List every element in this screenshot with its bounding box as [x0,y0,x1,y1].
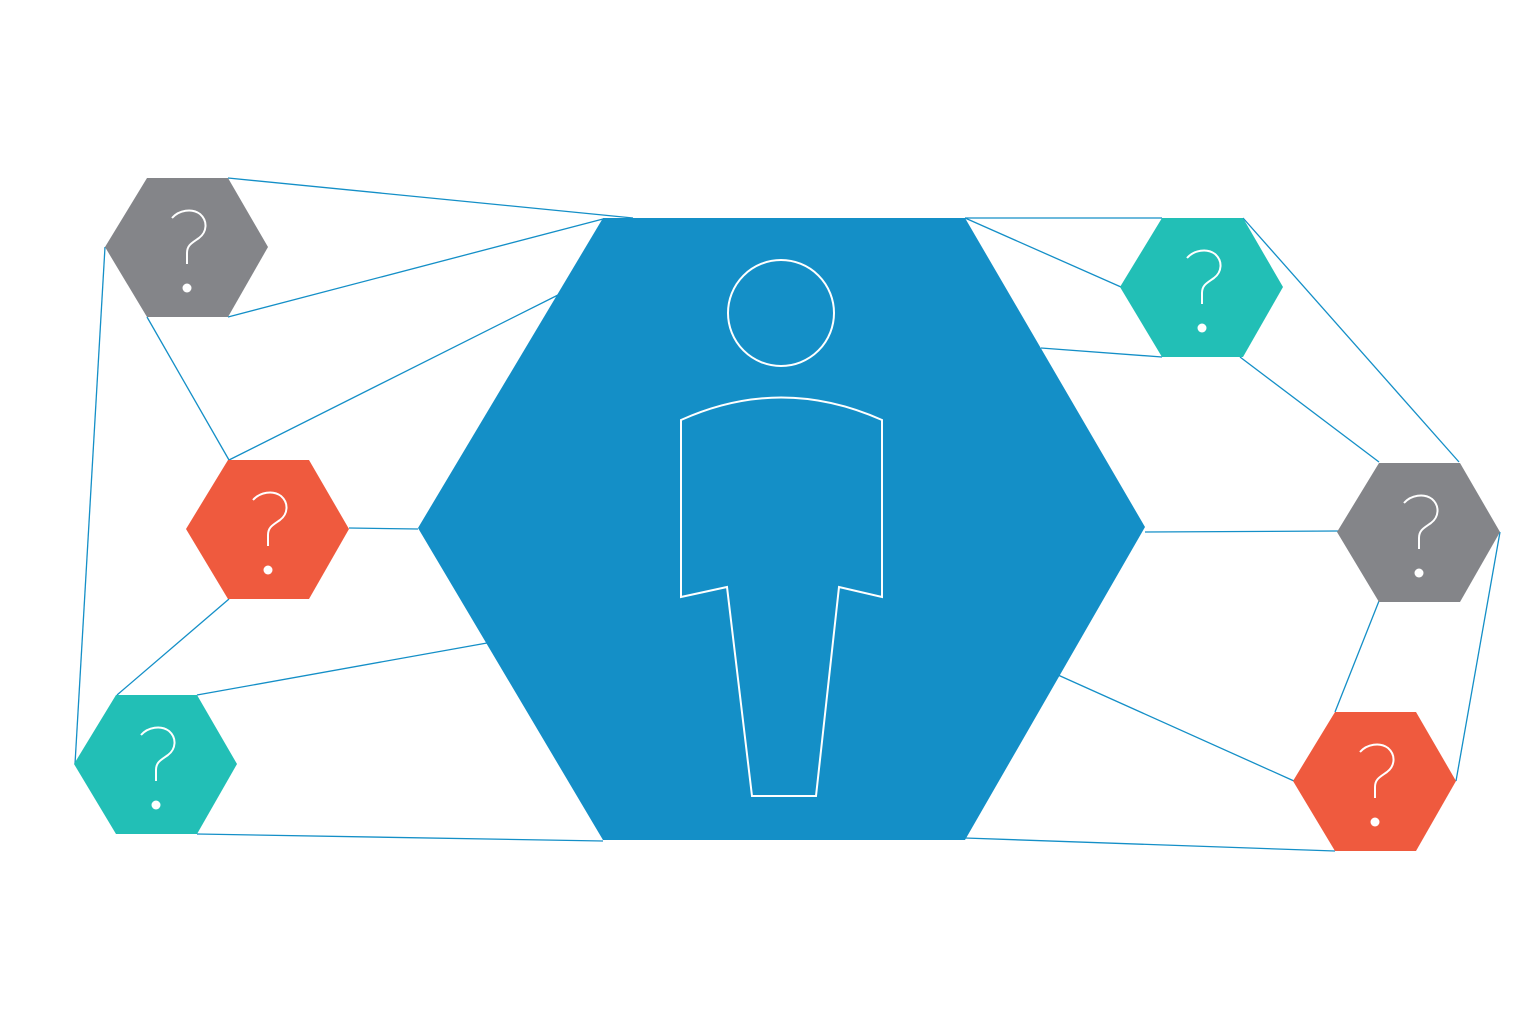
hexagon [105,178,268,317]
person-icon [680,259,883,797]
connection-line [1057,674,1295,782]
connection-line [146,316,230,461]
unknown-node-bottom-left [74,695,237,834]
connection-line [74,246,106,765]
question-mark-icon [1186,249,1222,333]
hexagon [1120,218,1283,357]
question-mark-icon [1403,494,1439,578]
connection-line [196,642,488,696]
connection-line [1455,531,1501,782]
connection-line [1242,217,1460,463]
connection-line [1144,530,1339,533]
hexagon [1293,712,1456,851]
connection-line [964,837,1336,852]
connection-lines [74,177,1501,852]
question-mark-icon [1359,743,1395,827]
question-mark-icon [140,726,176,810]
hexagon [1337,463,1500,602]
unknown-node-bottom-right [1293,712,1456,851]
hexagon [74,695,237,834]
connection-line [227,177,634,219]
connection-line [348,527,419,530]
unknown-node-mid-left [186,460,349,599]
center-hexagon [418,218,1145,840]
connection-line [1334,600,1380,713]
connection-line [1040,347,1163,358]
question-mark-icon [252,491,288,575]
connection-line [196,833,604,842]
connection-line [964,217,1122,288]
unknown-node-top-right [1120,218,1283,357]
question-mark-icon [171,209,207,293]
connection-line [1239,356,1380,463]
unknown-node-top-left [105,178,268,317]
connection-line [116,598,230,696]
unknown-node-mid-right [1337,463,1500,602]
unknown-nodes [74,178,1500,851]
connection-line [228,293,561,461]
hexagon [186,460,349,599]
connection-line [227,218,604,318]
